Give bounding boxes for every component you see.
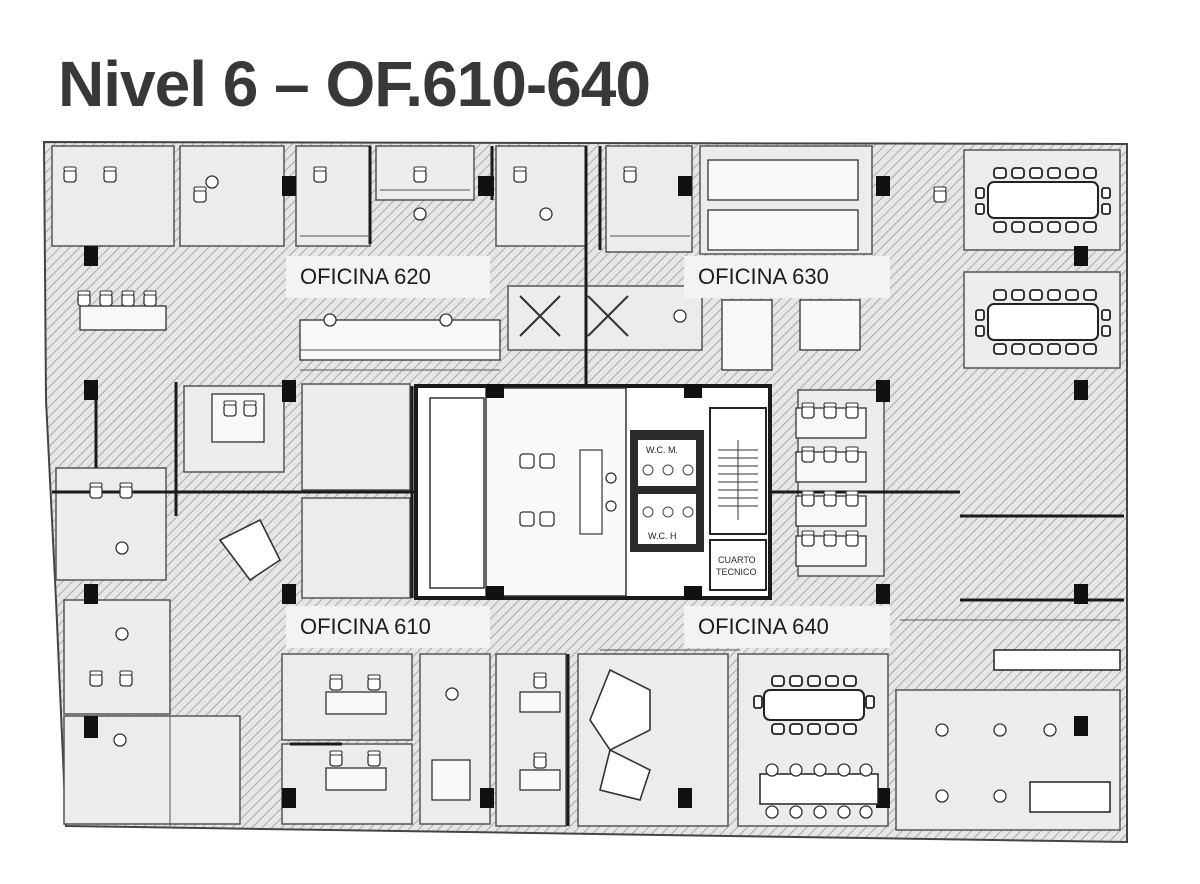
office-label-640: OFICINA 640 [684, 606, 890, 648]
page-title: Nivel 6 – OF.610-640 [58, 48, 651, 120]
core-block [414, 384, 772, 600]
cuarto-tecnico-label-2: TECNICO [716, 567, 757, 577]
wc-m-label: W.C. M. [646, 445, 678, 455]
conference-tables [759, 181, 1121, 813]
wc-h-label: W.C. H [648, 531, 677, 541]
office-label-620: OFICINA 620 [286, 256, 490, 298]
office-label-610: OFICINA 610 [286, 606, 490, 648]
conference-chairs [753, 167, 1111, 735]
desk-lines [169, 189, 1120, 828]
workstation-pods [218, 295, 651, 801]
cuarto-tecnico-label-1: CUARTO [718, 555, 756, 565]
walls [52, 146, 1124, 826]
columns [84, 176, 1088, 808]
office-label-630: OFICINA 630 [684, 256, 890, 298]
